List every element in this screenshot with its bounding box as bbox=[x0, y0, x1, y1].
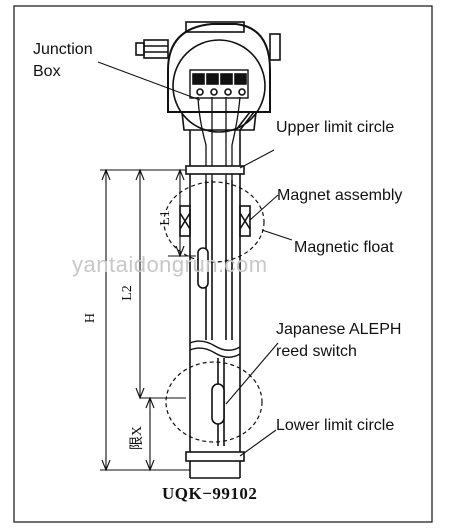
reed-switch-label-line2: reed switch bbox=[276, 343, 357, 360]
lower-limit-ring bbox=[185, 451, 245, 462]
wires bbox=[197, 96, 241, 180]
watermark: yantaidongrun.com bbox=[72, 252, 268, 277]
magnet-assembly bbox=[163, 181, 265, 263]
magnetic-float bbox=[197, 247, 209, 289]
reed-switch bbox=[165, 361, 263, 443]
leader-lines bbox=[97, 61, 293, 457]
dimension-bottom: 限X bbox=[130, 425, 146, 451]
lower-limit-circle-label: Lower limit circle bbox=[276, 417, 395, 434]
outer-frame bbox=[13, 5, 433, 523]
dimension-l1: L1 bbox=[157, 210, 173, 226]
dimension-lines bbox=[100, 168, 196, 472]
junction-box-label-line2: Box bbox=[33, 63, 61, 80]
junction-box-label-line1: Junction bbox=[33, 41, 93, 58]
dimension-l2: L2 bbox=[119, 285, 135, 301]
magnetic-float-label: Magnetic float bbox=[294, 239, 394, 256]
upper-limit-circle-label: Upper limit circle bbox=[276, 119, 395, 136]
dimension-h: H bbox=[83, 312, 99, 324]
reed-switch-label-line1: Japanese ALEPH bbox=[276, 321, 402, 338]
junction-box-housing bbox=[135, 21, 281, 133]
model-number: UQK−99102 bbox=[162, 484, 258, 503]
upper-limit-ring bbox=[185, 165, 245, 175]
magnet-assembly-label: Magnet assembly bbox=[277, 187, 403, 204]
